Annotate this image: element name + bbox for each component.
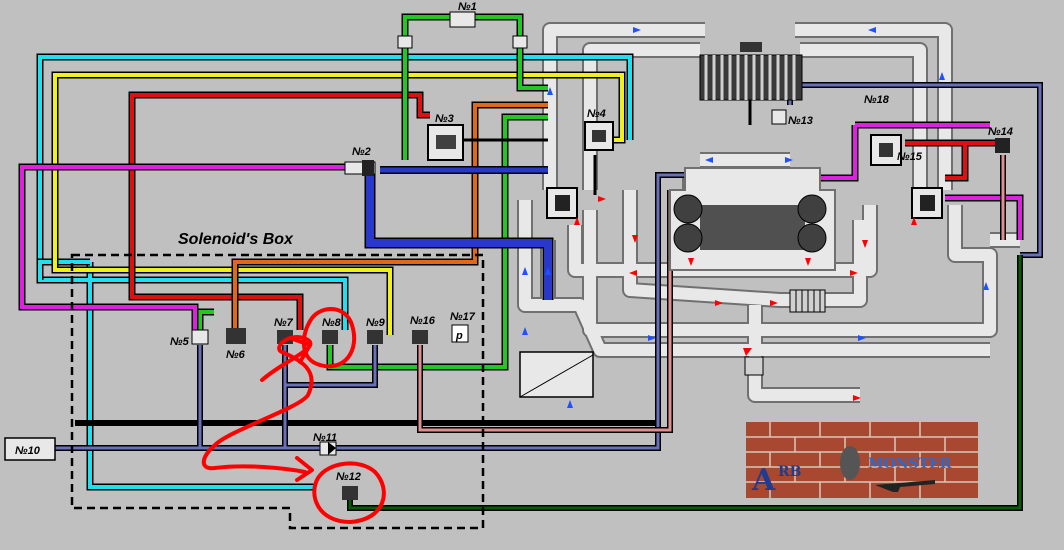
component-n10 <box>4 437 56 461</box>
line-dark-green <box>347 255 1023 511</box>
label-n12: №12 <box>336 471 361 483</box>
component-n13 <box>771 109 787 125</box>
label-n7: №7 <box>274 317 294 329</box>
line-black <box>462 100 752 195</box>
label-n2: №2 <box>352 146 371 158</box>
turbo-left <box>546 187 578 219</box>
flow-arrows-red <box>574 196 917 401</box>
intercooler <box>699 42 803 101</box>
component-labels: №1 №2 №3 №4 №5 №6 №7 №8 №9 №10 №11 №12 №… <box>15 1 1013 483</box>
line-yellow <box>51 71 626 335</box>
logo-letter-a: A <box>751 463 776 498</box>
component-n2 <box>344 160 376 176</box>
line-green <box>196 13 548 371</box>
label-n18: №18 <box>864 94 890 106</box>
component-n4 <box>584 121 614 151</box>
label-n5: №5 <box>170 336 190 348</box>
label-n13: №13 <box>788 115 813 127</box>
engine-block <box>669 167 836 271</box>
logo-text-monster: MONSTER <box>868 456 952 472</box>
label-n10: №10 <box>15 445 41 457</box>
turbo-right <box>911 187 943 219</box>
label-n1: №1 <box>458 1 477 13</box>
component-n11 <box>319 441 337 456</box>
solenoid-row <box>191 324 469 500</box>
label-n3: №3 <box>435 113 454 125</box>
label-n14: №14 <box>988 126 1013 138</box>
label-n9: №9 <box>366 317 386 329</box>
label-n15: №15 <box>897 151 923 163</box>
annotation-arrowhead-n8 <box>288 336 312 364</box>
annotation-circle-n12 <box>312 461 386 524</box>
label-n16: №16 <box>410 315 436 327</box>
component-n3 <box>427 124 464 161</box>
label-n6: №6 <box>226 349 246 361</box>
annotation-arrowhead-n12 <box>295 456 314 482</box>
annotation-figure-2 <box>201 335 314 474</box>
line-magenta <box>18 121 1024 330</box>
muffler <box>744 356 764 376</box>
line-orange <box>231 101 548 330</box>
arb-monster-logo: A RB MONSTER <box>746 422 978 498</box>
label-p: p <box>455 330 463 342</box>
flow-arrows-blue <box>522 27 989 408</box>
solenoid-box: Solenoid's Box <box>70 231 485 530</box>
logo-owl-mascot <box>840 446 860 480</box>
label-n8: №8 <box>322 317 342 329</box>
label-n4: №4 <box>587 108 606 120</box>
label-n17: №17 <box>450 311 476 323</box>
solenoid-box-title: Solenoid's Box <box>178 231 294 248</box>
component-n1 <box>397 11 528 49</box>
line-pink <box>417 155 1006 433</box>
catalytic-converter <box>789 289 826 313</box>
component-n15 <box>870 134 902 166</box>
logo-rifle-icon <box>875 480 935 492</box>
air-box <box>519 351 594 398</box>
red-annotation <box>201 307 386 524</box>
logo-text-arb: RB <box>778 464 802 480</box>
label-n11: №11 <box>313 432 337 444</box>
component-n14 <box>995 138 1010 153</box>
